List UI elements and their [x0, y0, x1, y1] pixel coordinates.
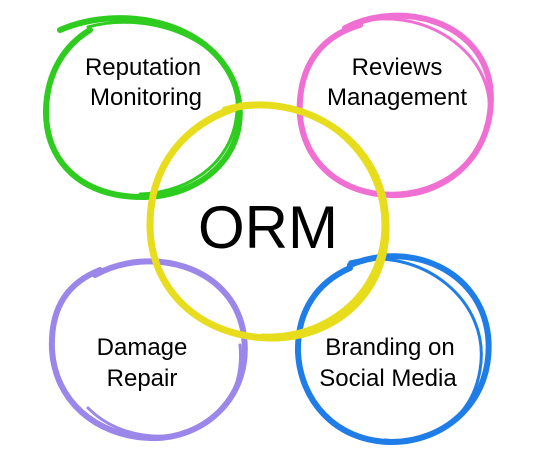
reputation-monitoring-line-1: Reputation: [85, 54, 201, 81]
blue-ring-stroke: [348, 257, 483, 443]
green-ring-stroke: [86, 20, 239, 196]
yellow-ring-stroke: [238, 101, 385, 337]
node-branding-social-media: Branding on Social Media: [294, 253, 492, 446]
pink-ring: [296, 12, 494, 199]
reputation-monitoring-line-2: Monitoring: [90, 84, 202, 111]
green-ring: [42, 15, 243, 201]
damage-repair-line-2: Repair: [107, 365, 178, 392]
node-orm-center: ORM: [146, 101, 390, 342]
node-damage-repair: Damage Repair: [48, 258, 248, 442]
purple-ring-stroke: [86, 343, 243, 438]
branding-social-media-line-1: Branding on: [325, 334, 454, 361]
branding-social-media-line-2: Social Media: [319, 365, 457, 392]
reviews-management-line-2: Management: [327, 84, 467, 111]
damage-repair-line-1: Damage: [97, 334, 188, 361]
orm-center-label: ORM: [198, 194, 338, 261]
node-reputation-monitoring: Reputation Monitoring: [42, 15, 243, 201]
reviews-management-line-1: Reviews: [352, 54, 443, 81]
yellow-ring: [146, 101, 390, 342]
node-reviews-management: Reviews Management: [296, 12, 494, 199]
pink-ring-stroke: [358, 17, 491, 195]
